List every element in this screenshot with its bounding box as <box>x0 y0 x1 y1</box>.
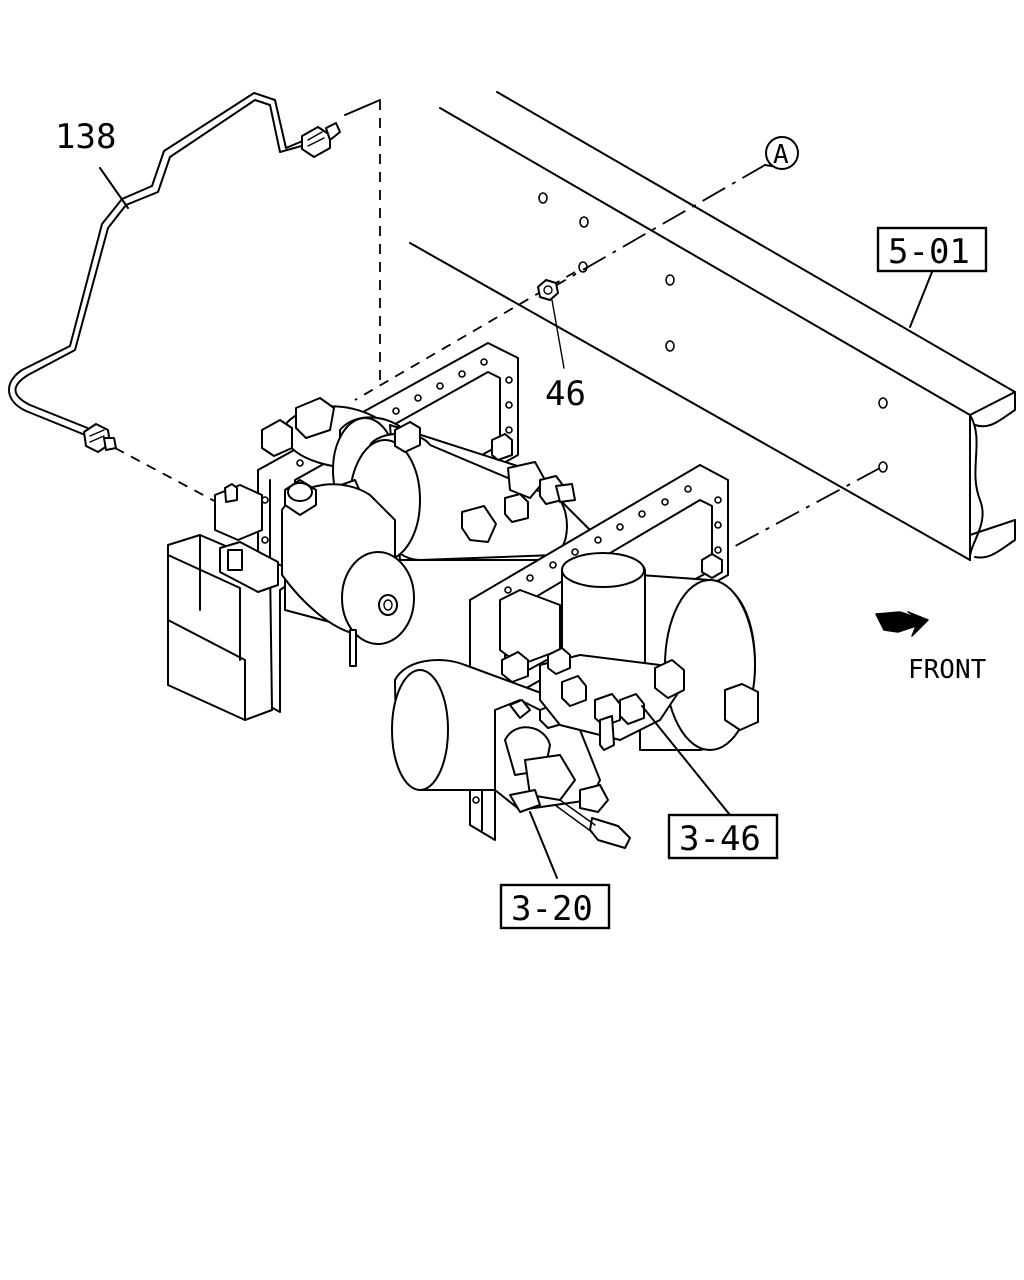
ref-box-320: 3-20 <box>499 883 611 930</box>
frame-rail <box>409 91 1016 561</box>
front-arrow-icon <box>875 611 929 637</box>
label-part-46: 46 <box>545 374 586 414</box>
pipe-fitting-top <box>301 122 341 158</box>
label-ref-a: A <box>773 140 789 170</box>
ref-circle-a: A <box>765 136 799 170</box>
label-part-138: 138 <box>55 117 116 157</box>
rail-holes <box>538 192 888 473</box>
rear-fittings <box>261 397 576 543</box>
air-dryer <box>499 552 759 751</box>
label-front: FRONT <box>908 655 987 685</box>
front-indicator: FRONT <box>875 611 987 685</box>
front-left-drum <box>214 479 415 667</box>
rear-motor <box>261 397 591 561</box>
lower-cylinder <box>391 659 631 849</box>
label-ref-346: 3-46 <box>679 819 761 859</box>
ref-box-501: 5-01 <box>876 226 988 273</box>
nut-46 <box>537 279 565 369</box>
label-ref-501: 5-01 <box>888 232 970 272</box>
label-ref-320: 3-20 <box>511 889 593 929</box>
pipe-fitting-bottom <box>83 423 117 453</box>
ref-box-346: 3-46 <box>667 813 779 860</box>
leader-lines <box>99 167 933 879</box>
air-pipe-138 <box>8 92 341 453</box>
left-housing <box>167 534 279 721</box>
